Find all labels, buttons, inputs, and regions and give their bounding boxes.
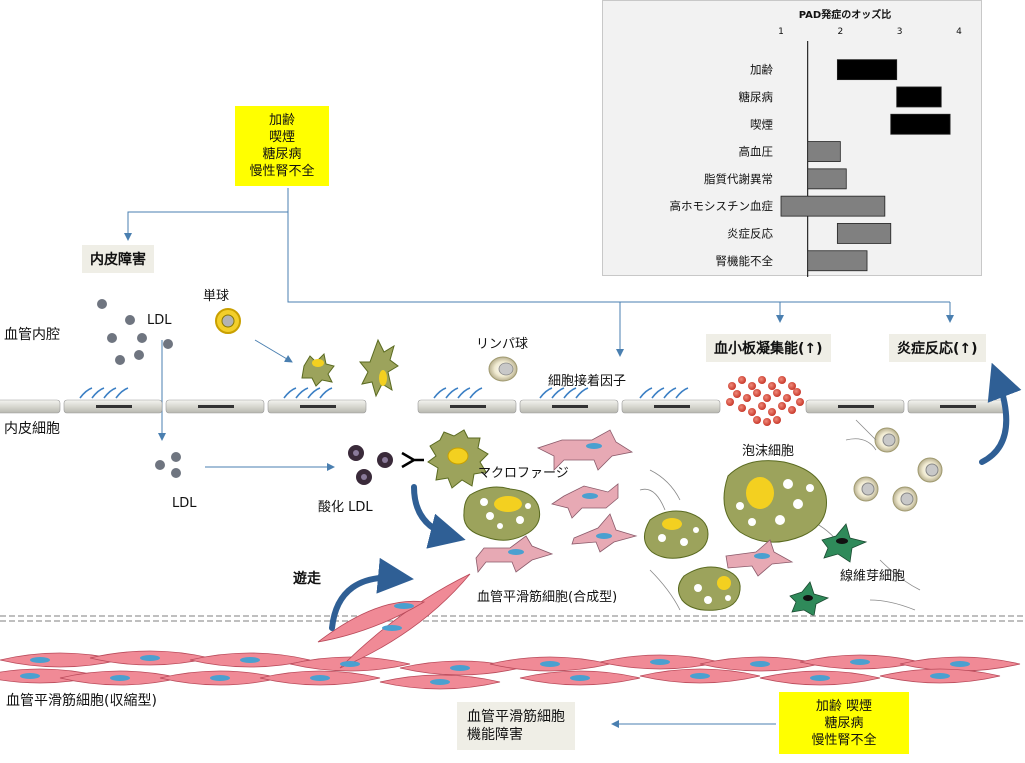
- risk-factors-bottom: 加齢 喫煙 糖尿病 慢性腎不全: [779, 692, 909, 754]
- risk-item: 加齢: [268, 113, 295, 128]
- odds-bar: [807, 141, 841, 162]
- oxidized-ldl-label: 酸化 LDL: [318, 500, 373, 515]
- inflammation-label: 炎症反応(↑): [889, 334, 986, 362]
- lymphocyte-cell: [488, 356, 518, 382]
- receptor-icon: [401, 451, 424, 469]
- x-tick-label: 4: [956, 27, 962, 37]
- endothelial-cell-label: 内皮細胞: [4, 421, 60, 437]
- platelet-cluster: [726, 376, 804, 426]
- adhering-monocyte: [301, 352, 335, 387]
- platelet-aggregation-label: 血小板凝集能(↑): [706, 334, 831, 362]
- category-label: 加齢: [750, 63, 773, 77]
- adhesion-factor-label: 細胞接着因子: [548, 374, 627, 389]
- category-label: 糖尿病: [739, 90, 774, 104]
- smc-dysfunction-line: 血管平滑筋細胞: [467, 709, 565, 725]
- curved-arrows: [329, 362, 1022, 631]
- odds-bar: [836, 223, 892, 244]
- risk-item: 喫煙: [268, 130, 295, 145]
- smc-dysfunction-box: 血管平滑筋細胞 機能障害: [457, 702, 575, 750]
- chart-title: PAD発症のオッズ比: [799, 8, 891, 21]
- transmigrating-monocyte: [358, 338, 399, 398]
- category-label: 喫煙: [750, 117, 773, 131]
- x-tick-label: 3: [897, 27, 903, 37]
- matrix-fibers: [639, 419, 921, 611]
- odds-bar: [807, 250, 868, 272]
- category-label: 高血圧: [739, 145, 774, 159]
- inflammatory-cells: [853, 427, 943, 512]
- risk-item: 慢性腎不全: [811, 733, 877, 748]
- odds-ratio-chart-svg: PAD発症のオッズ比 1 2 3 4 加齢糖尿病喫煙高血圧脂質代謝異常高ホモシスチン血症炎…: [670, 8, 962, 277]
- fibroblast-label: 線維芽細胞: [840, 569, 906, 584]
- odds-bar: [807, 168, 847, 190]
- odds-bar: [780, 195, 886, 217]
- foam-cells: [463, 460, 827, 611]
- ldl-particles-intima: [155, 452, 181, 478]
- category-label: 脂質代謝異常: [704, 172, 773, 186]
- ldl-top-label: LDL: [147, 313, 172, 328]
- odds-ratio-chart: PAD発症のオッズ比 1 2 3 4 加齢糖尿病喫煙高血圧脂質代謝異常高ホモシスチン血症炎…: [602, 0, 982, 277]
- vessel-lumen-label: 血管内腔: [4, 327, 60, 343]
- odds-bar: [836, 59, 898, 81]
- odds-bar: [896, 86, 942, 108]
- smc-dysfunction-line: 機能障害: [467, 727, 523, 743]
- odds-bar: [890, 113, 951, 135]
- lymphocyte-label: リンパ球: [476, 337, 529, 352]
- synthetic-smc-label: 血管平滑筋細胞(合成型): [477, 590, 618, 605]
- oxidized-ldl-particles: [348, 445, 393, 485]
- adhesion-molecules: [79, 387, 689, 399]
- risk-item: 糖尿病: [824, 716, 864, 731]
- contractile-smc-nuclei: [20, 603, 970, 685]
- monocyte-cell: [215, 308, 241, 334]
- macrophage-cell: [427, 429, 489, 489]
- category-label: 高ホモシスチン血症: [670, 199, 774, 213]
- risk-item: 慢性腎不全: [249, 164, 315, 179]
- elastic-lamina: [0, 615, 1025, 622]
- risk-item: 加齢 喫煙: [815, 699, 873, 714]
- risk-item: 糖尿病: [262, 147, 302, 162]
- category-label: 腎機能不全: [716, 254, 774, 268]
- x-tick-label: 1: [778, 27, 784, 37]
- endothelial-damage-label: 内皮障害: [82, 245, 154, 273]
- endothelium-layer: [0, 399, 1007, 414]
- ldl-particles-lumen: [97, 299, 173, 365]
- synthetic-smc-nuclei: [508, 443, 770, 559]
- foam-cell-label: 泡沫細胞: [742, 444, 795, 459]
- fibroblast-nuclei: [803, 538, 848, 601]
- x-tick-label: 2: [837, 27, 843, 37]
- risk-connectors: [124, 188, 954, 728]
- risk-factors-top: 加齢 喫煙 糖尿病 慢性腎不全: [235, 106, 329, 186]
- ldl-bottom-label: LDL: [172, 496, 197, 511]
- monocyte-label: 単球: [203, 289, 230, 304]
- contractile-smc-label: 血管平滑筋細胞(収縮型): [6, 693, 157, 709]
- migration-label: 遊走: [293, 571, 321, 587]
- macrophage-label: マクロファージ: [478, 466, 569, 481]
- category-label: 炎症反応: [727, 226, 773, 240]
